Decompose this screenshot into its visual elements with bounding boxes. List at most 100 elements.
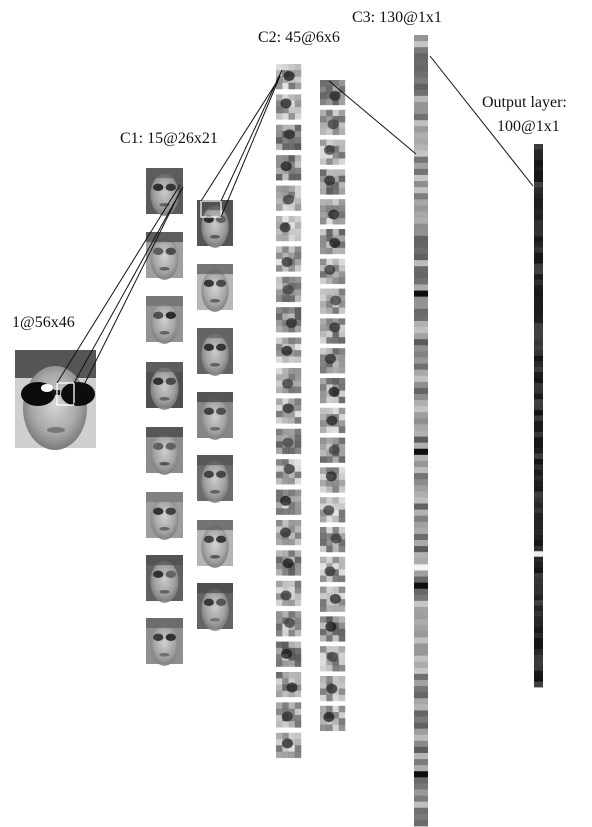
c3-unit (414, 363, 428, 371)
c2-map-a10 (276, 337, 302, 363)
c3-unit (414, 686, 428, 693)
c3-unit (414, 71, 428, 78)
output-unit (534, 361, 543, 368)
c3-unit (414, 260, 428, 267)
c2-map-a7 (276, 246, 302, 272)
output-unit (534, 589, 543, 596)
c3-unit (414, 552, 428, 559)
output-unit (534, 290, 543, 297)
c3-unit (414, 327, 428, 334)
c3-unit (414, 132, 428, 139)
c3-unit (414, 704, 428, 711)
output-unit (534, 323, 543, 330)
c3-unit (414, 156, 428, 164)
c3-unit (414, 412, 428, 419)
output-unit (534, 480, 543, 487)
output-unit (534, 583, 543, 590)
c2-map-a1 (276, 64, 302, 90)
c3-unit (414, 801, 428, 809)
output-unit (534, 366, 543, 373)
c2-layer-label: C2: 45@6x6 (258, 29, 340, 46)
input-layer-label: 1@56x46 (12, 314, 75, 331)
c2-map-a16 (276, 520, 302, 546)
c3-unit (414, 241, 428, 249)
input-layer (15, 350, 96, 450)
c3-unit (414, 576, 428, 584)
c2-map-a22 (276, 702, 302, 728)
c1-map-a1 (146, 168, 183, 216)
c3-unit (414, 564, 428, 571)
c3-unit (414, 95, 428, 103)
output-unit (534, 638, 543, 644)
c3-unit (414, 655, 428, 663)
c2-map-b5 (320, 199, 346, 225)
c3-unit (414, 418, 428, 425)
c3-unit (414, 278, 428, 285)
output-unit (534, 486, 543, 492)
c3-unit (414, 144, 428, 152)
output-unit (534, 350, 543, 357)
c3-unit (414, 746, 428, 754)
c3-unit (414, 168, 428, 176)
c2-map-a17 (276, 550, 302, 576)
output-unit (534, 285, 543, 292)
c3-unit (414, 47, 428, 54)
output-unit (534, 578, 543, 585)
c3-unit (414, 497, 428, 504)
c1-map-b4 (197, 392, 233, 440)
c3-unit (414, 65, 428, 72)
output-unit (534, 469, 543, 476)
output-unit (534, 182, 543, 188)
output-unit (534, 420, 543, 427)
c2-map-a11 (276, 368, 302, 394)
c3-unit (414, 430, 428, 437)
c3-unit (414, 734, 428, 742)
output-unit (534, 496, 543, 503)
c2-map-a6 (276, 216, 302, 242)
c3-unit (414, 138, 428, 145)
c3-unit (414, 229, 428, 237)
c3-unit (414, 211, 428, 218)
output-unit (534, 534, 543, 541)
output-unit (534, 540, 543, 547)
c3-unit (414, 625, 428, 632)
output-unit (534, 551, 543, 558)
c3-unit (414, 600, 428, 608)
c3-unit (414, 467, 428, 474)
c3-unit (414, 302, 428, 310)
c3-unit (414, 284, 428, 291)
c2-map-b18 (320, 586, 346, 612)
c3-unit (414, 667, 428, 675)
output-unit (534, 279, 543, 286)
c3-unit (414, 740, 428, 748)
c3-unit (414, 187, 428, 194)
output-unit (534, 513, 543, 520)
c2-map-b14 (320, 467, 346, 493)
c3-unit (414, 722, 428, 730)
c3-unit (414, 631, 428, 638)
c2-map-b16 (320, 527, 346, 553)
output-unit (534, 154, 543, 161)
c3-unit (414, 819, 428, 827)
c3-unit (414, 698, 428, 705)
c2-map-b6 (320, 229, 346, 255)
output-unit (534, 252, 543, 259)
output-unit (534, 312, 543, 319)
c1-map-a6 (146, 492, 183, 540)
output-unit (534, 274, 543, 281)
output-unit (534, 268, 543, 275)
conn-input-to-c1-1 (56, 184, 181, 384)
c3-unit (414, 637, 428, 644)
output-unit (534, 247, 543, 253)
c1-map-a8 (146, 618, 183, 666)
output-unit (534, 562, 543, 568)
output-unit (534, 344, 543, 351)
c3-layer-label: C3: 130@1x1 (352, 9, 442, 26)
output-unit (534, 529, 543, 536)
c2-map-b9 (320, 318, 346, 344)
c2-map-b13 (320, 437, 346, 463)
c3-unit (414, 217, 428, 225)
c1-map-b6 (197, 520, 233, 568)
c3-unit (414, 387, 428, 395)
c3-unit (414, 473, 428, 480)
